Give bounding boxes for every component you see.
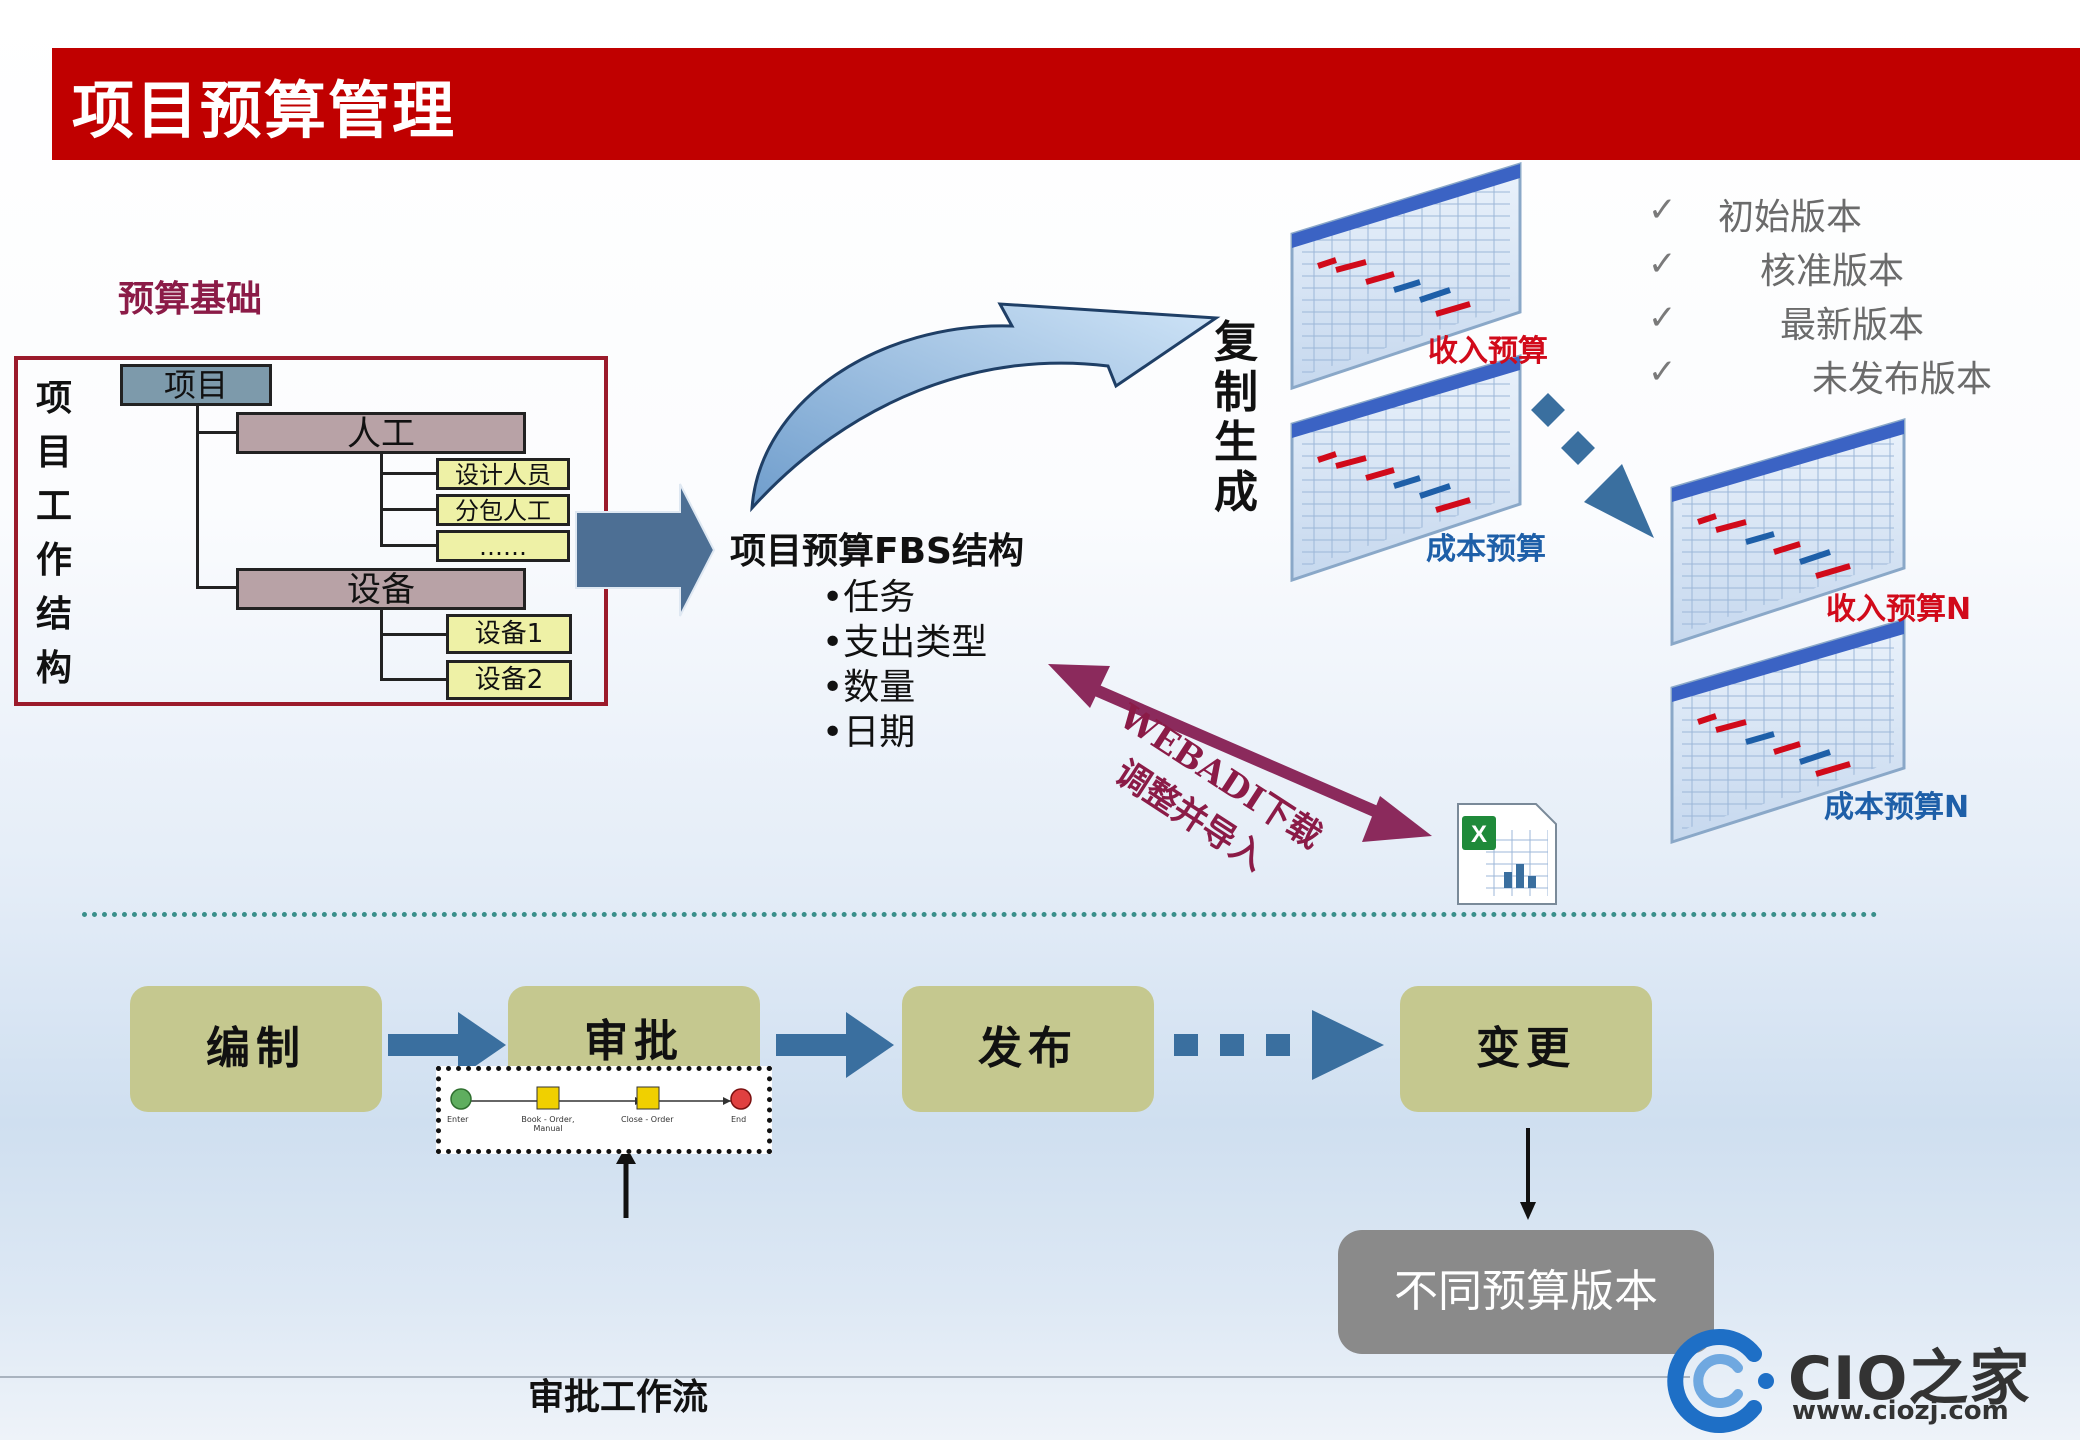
copy-char: 成 [1214,467,1258,518]
title-bar [52,48,2080,160]
svg-text:X: X [1471,821,1487,848]
tree-connector [380,508,438,511]
wbs-node-equipment: 设备 [236,568,526,610]
budget-basis-label: 预算基础 [118,279,263,320]
workflow-function-icon [536,1086,560,1110]
workflow-node-label: Book - Order, Manual [521,1115,575,1133]
wbs-node-subcontract: 分包人工 [436,494,570,526]
wbs-vertical-char: 作 [35,540,72,581]
workflow-node-label: End [731,1115,747,1124]
sheet-cost [1290,353,1522,583]
cost-budget-n-label: 成本预算N [1824,790,1970,825]
copy-char: 制 [1214,367,1258,418]
cio-logo-icon [1667,1329,1774,1433]
workflow-pointer-arrow [616,1146,636,1218]
tree-connector [380,544,438,547]
process-arrow-1 [388,1012,506,1078]
tree-connector [196,431,238,434]
tree-connector [380,472,438,475]
wbs-node-designer: 设计人员 [436,458,570,490]
wbs-vertical-char: 项 [35,378,72,419]
wbs-node-ellipsis: …… [436,530,570,562]
wbs-vertical-label: 项 目 工 作 结 构 [34,372,74,696]
wbs-vertical-char: 目 [35,432,72,473]
fbs-item-date: •日期 [822,712,916,753]
revenue-budget-n-label: 收入预算N [1826,592,1972,627]
workflow-node-label: Close - Order [621,1115,674,1124]
copy-curved-arrow [750,302,1221,513]
fbs-item-expenditure: •支出类型 [822,622,988,663]
check-icon: ✓ [1648,352,1677,392]
workflow-diagram [450,1086,752,1110]
wbs-to-fbs-arrow [575,483,716,617]
check-icon: ✓ [1648,244,1677,284]
wbs-vertical-char: 构 [35,648,72,689]
fbs-item-task: •任务 [822,577,916,618]
workflow-start-icon [450,1088,472,1110]
wbs-node-equipment-1: 设备1 [446,614,572,654]
tree-connector [380,608,383,680]
page-title: 项目预算管理 [72,74,457,147]
copy-generate-label: 复 制 生 成 [1214,318,1258,518]
wbs-node-equipment-2: 设备2 [446,660,572,700]
approval-workflow-thumbnail: Enter Book - Order, Manual Close - Order… [436,1066,772,1154]
check-icon: ✓ [1648,298,1677,338]
wbs-vertical-char: 结 [35,594,72,635]
version-unpublished: 未发布版本 [1812,359,1993,400]
step-publish: 发布 [902,986,1154,1112]
footer-line [0,1376,1690,1378]
version-approved: 核准版本 [1760,251,1905,292]
workflow-end-icon [730,1088,752,1110]
workflow-node-label: Enter [447,1115,469,1124]
fbs-item-quantity: •数量 [822,667,916,708]
fbs-title: 项目预算FBS结构 [730,531,1024,572]
sheet-cost-n [1670,617,1906,845]
workflow-function-icon [636,1086,660,1110]
process-arrow-2 [776,1012,894,1078]
version-initial: 初始版本 [1718,197,1863,238]
tree-connector [380,633,448,636]
webadi-double-arrow [1048,664,1432,842]
version-latest: 最新版本 [1780,305,1925,346]
sheet-revenue-n [1670,417,1906,647]
tree-connector [196,406,199,588]
step-compile: 编制 [130,986,382,1112]
wbs-vertical-char: 工 [35,486,72,527]
sheet-revenue [1290,161,1522,391]
versioning-dashed-arrow [1531,393,1654,538]
tree-connector [380,452,383,546]
tree-connector [380,678,448,681]
check-icon: ✓ [1648,190,1677,230]
process-arrow-3-dashed [1174,1010,1384,1080]
approval-workflow-label: 审批工作流 [528,1377,709,1418]
section-divider [82,912,1878,917]
logo-name: CIO之家 [1788,1344,2031,1414]
logo-url: www.ciozj.com [1792,1396,2009,1426]
copy-char: 复 [1214,317,1258,368]
excel-file-icon: X [1457,803,1557,905]
revenue-budget-label: 收入预算 [1428,334,1548,369]
step-change: 变更 [1400,986,1652,1112]
change-to-versions-arrow [1520,1128,1536,1220]
copy-char: 生 [1214,417,1258,468]
wbs-node-project: 项目 [120,364,272,406]
wbs-node-labor: 人工 [236,412,526,454]
budget-versions-box: 不同预算版本 [1338,1230,1714,1354]
tree-connector [196,586,238,589]
cost-budget-label: 成本预算 [1426,532,1546,567]
